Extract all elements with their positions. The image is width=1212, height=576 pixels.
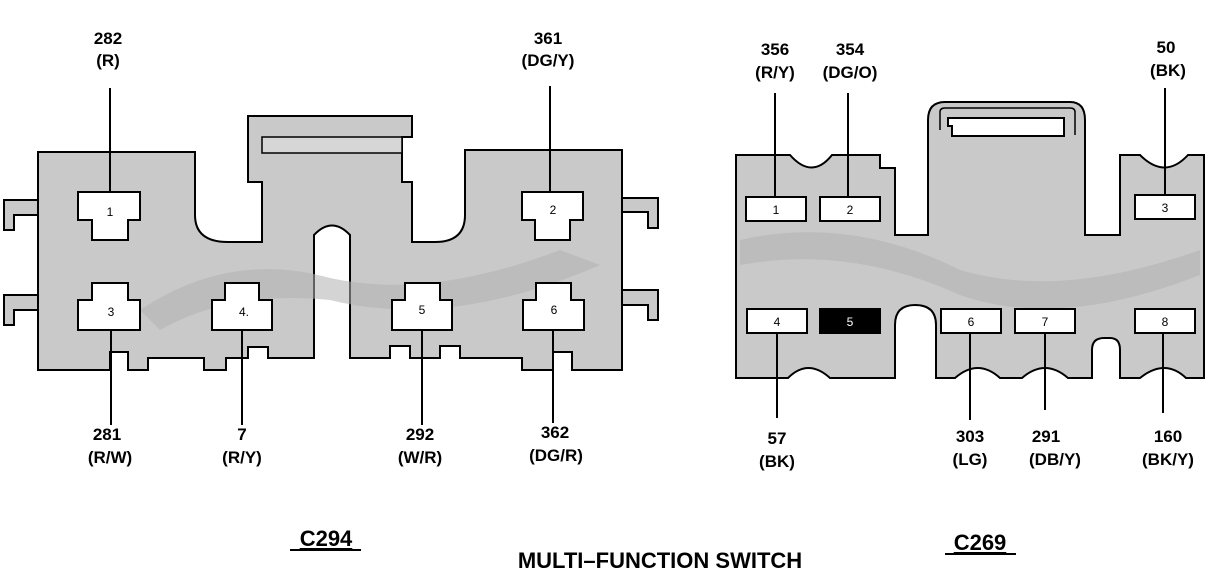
c294-wire-color-label: (DG/Y) bbox=[522, 51, 575, 70]
c269-pin-number: 3 bbox=[1162, 201, 1169, 215]
c294-socket-6 bbox=[522, 282, 585, 331]
c269-wire-color-label: (LG) bbox=[953, 450, 988, 469]
c294-housing bbox=[37, 115, 623, 371]
c294-wire-color-label: (DG/R) bbox=[529, 446, 583, 465]
c269-wire-color-label: (DB/Y) bbox=[1029, 450, 1081, 469]
c269-top-window bbox=[947, 117, 1065, 137]
c294-wire-color-label: (R) bbox=[96, 51, 120, 70]
c294-left-latch-top bbox=[3, 199, 39, 231]
c269-socket-1 bbox=[745, 196, 807, 222]
c294-shade bbox=[140, 250, 600, 330]
diagram-caption: MULTI–FUNCTION SWITCH bbox=[518, 548, 802, 573]
c269-connector-name: C269 bbox=[954, 530, 1007, 555]
c269-circuit-label: 50 bbox=[1157, 38, 1176, 57]
c294-circuit-label: 292 bbox=[406, 425, 434, 444]
c294-circuit-label: 362 bbox=[541, 423, 569, 442]
c269-circuit-label: 160 bbox=[1154, 427, 1182, 446]
c269-pin-number: 8 bbox=[1162, 315, 1169, 329]
connector-c269: 1 2 3 4 5 6 7 8 356 (R/Y) 354 (DG/O) 50 … bbox=[735, 38, 1205, 555]
c269-socket-8 bbox=[1134, 308, 1196, 334]
c269-top-ridge bbox=[939, 107, 1076, 135]
c294-top-tab bbox=[261, 136, 403, 154]
c294-circuit-label: 7 bbox=[237, 425, 246, 444]
c294-socket-3 bbox=[77, 282, 141, 331]
c294-circuit-label: 361 bbox=[534, 29, 562, 48]
c294-wire-color-label: (R/Y) bbox=[222, 448, 262, 467]
c294-socket-2 bbox=[521, 191, 584, 241]
c269-socket-5-blocked bbox=[819, 308, 881, 334]
c269-shade bbox=[740, 232, 1200, 309]
c269-socket-4 bbox=[746, 308, 808, 334]
c269-pin-number: 7 bbox=[1042, 315, 1049, 329]
c269-socket-3 bbox=[1134, 194, 1196, 220]
c269-wire-color-label: (BK/Y) bbox=[1142, 450, 1194, 469]
c269-socket-2 bbox=[819, 196, 881, 222]
c269-wire-color-label: (BK) bbox=[1150, 61, 1186, 80]
c269-socket-7 bbox=[1014, 308, 1076, 334]
c294-pin-number: 2 bbox=[550, 203, 557, 217]
c294-right-latch-bottom bbox=[621, 289, 659, 321]
c269-wire-color-label: (R/Y) bbox=[755, 63, 795, 82]
c294-socket-4 bbox=[211, 282, 273, 331]
c269-wire-color-label: (BK) bbox=[759, 452, 795, 471]
c269-pin-number: 5 bbox=[847, 315, 854, 329]
c294-wire-color-label: (R/W) bbox=[88, 448, 132, 467]
c269-pin-number: 2 bbox=[847, 203, 854, 217]
c294-pin-number: 1 bbox=[107, 205, 114, 219]
c269-pin-number: 6 bbox=[968, 315, 975, 329]
c269-pin-number: 4 bbox=[774, 315, 781, 329]
c294-pin-number: 3 bbox=[108, 305, 115, 319]
c294-circuit-label: 282 bbox=[94, 29, 122, 48]
c294-circuit-label: 281 bbox=[93, 425, 121, 444]
c294-right-latch-top bbox=[621, 197, 659, 229]
c269-circuit-label: 303 bbox=[956, 427, 984, 446]
c294-left-latch-bottom bbox=[3, 294, 39, 326]
c294-pin-number: 6 bbox=[551, 303, 558, 317]
c294-pin-number: 4. bbox=[239, 305, 249, 319]
c269-circuit-label: 291 bbox=[1032, 427, 1060, 446]
c269-circuit-label: 356 bbox=[761, 40, 789, 59]
c269-circuit-label: 354 bbox=[836, 40, 865, 59]
connector-c294: 1 2 3 4. 5 6 282 (R) 361 (DG/Y) 281 (R/W… bbox=[3, 29, 659, 551]
c269-circuit-label: 57 bbox=[768, 429, 787, 448]
c294-pin-number: 5 bbox=[419, 303, 426, 317]
c294-socket-1 bbox=[77, 191, 141, 241]
c269-wire-color-label: (DG/O) bbox=[823, 63, 878, 82]
c269-pin-number: 1 bbox=[773, 203, 780, 217]
c269-socket-6 bbox=[940, 308, 1002, 334]
c294-wire-color-label: (W/R) bbox=[398, 448, 442, 467]
c294-connector-name: C294 bbox=[300, 526, 353, 551]
c294-socket-5 bbox=[391, 282, 453, 331]
